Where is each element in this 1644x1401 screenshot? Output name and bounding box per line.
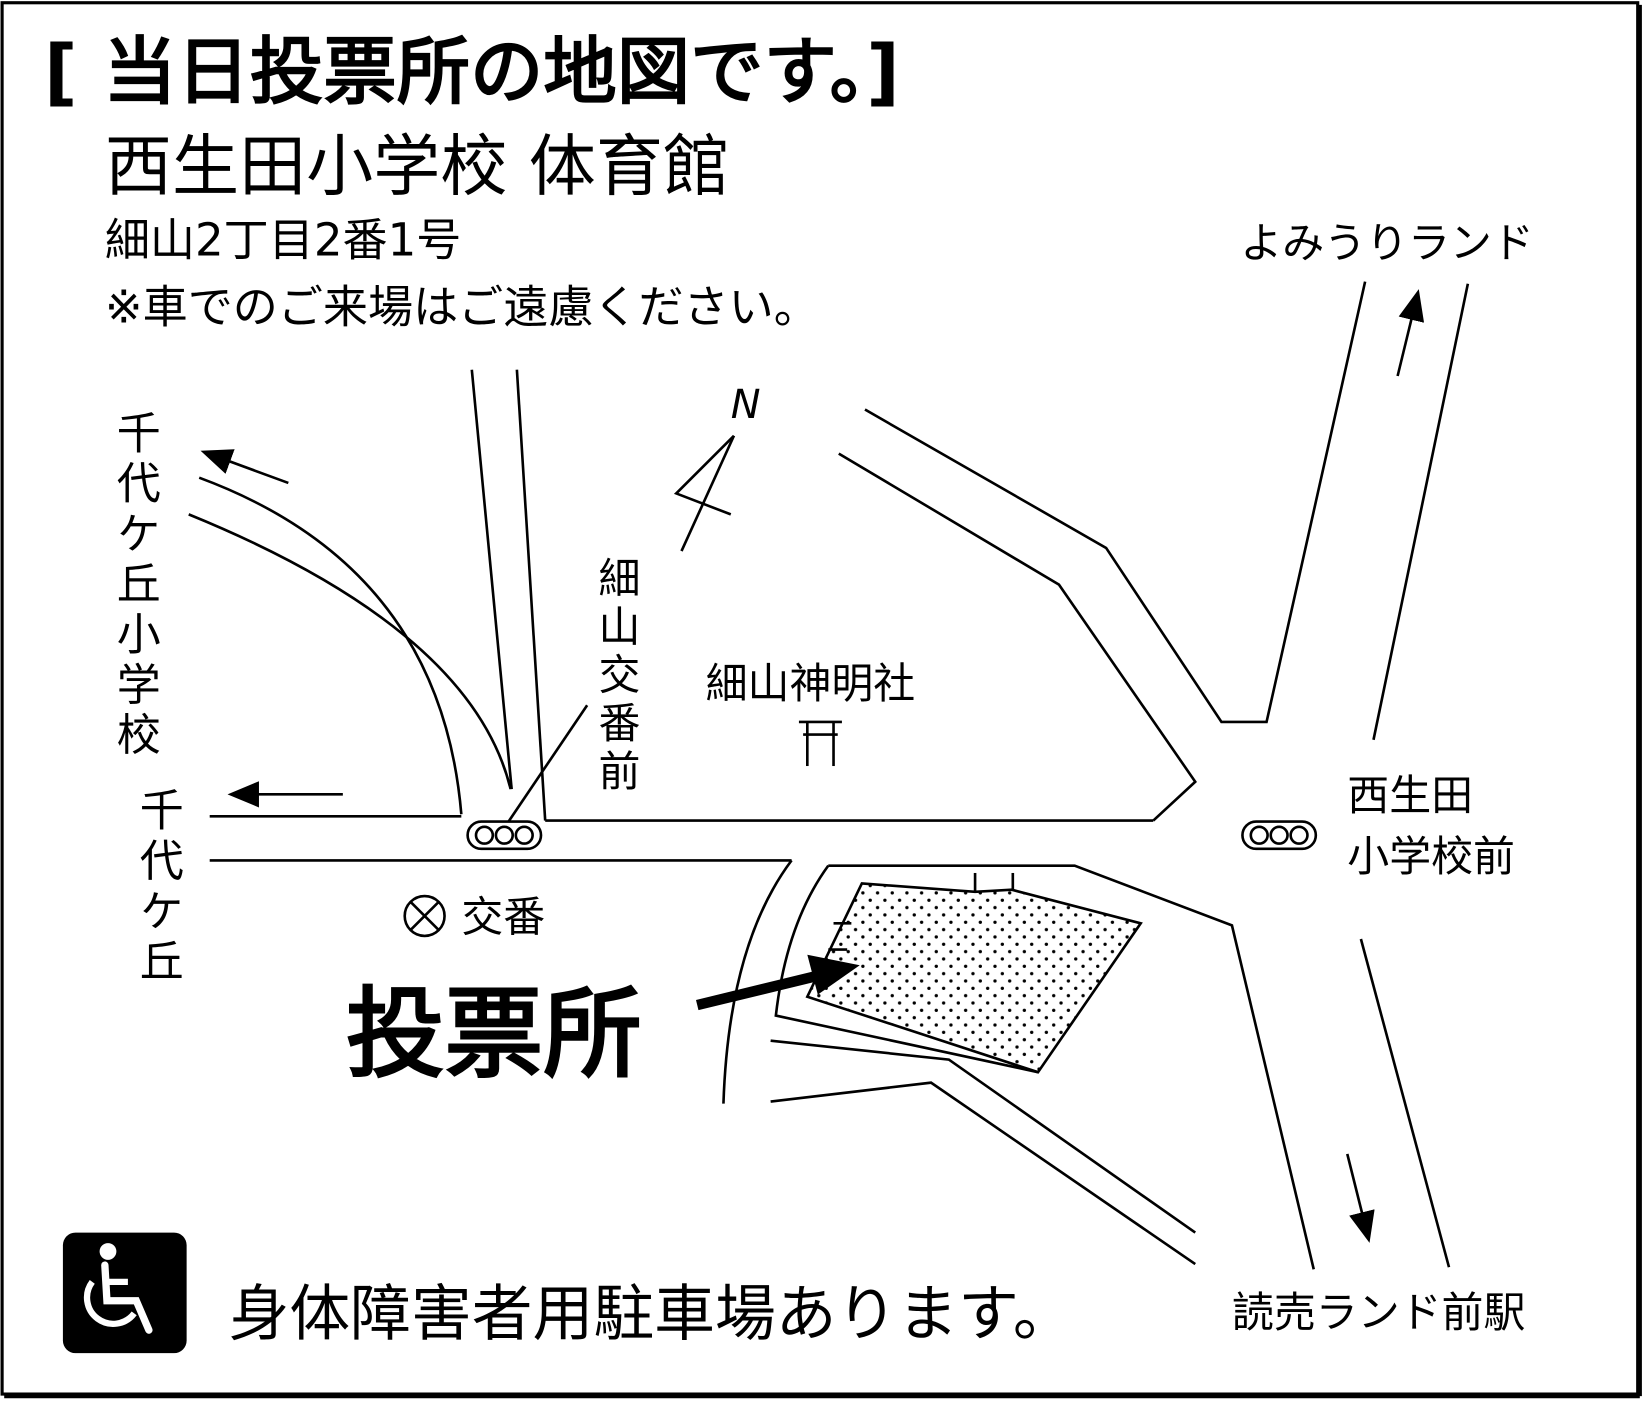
police-box-label: 交番 xyxy=(461,893,545,942)
shrine-label: 細山神明社 xyxy=(706,659,916,708)
map-title: [ 当日投票所の地図です。] xyxy=(44,30,900,115)
polling-place-label: 投票所 xyxy=(346,978,642,1092)
nishiikuta-school-mae-line2: 小学校前 xyxy=(1347,832,1515,881)
direction-arrows xyxy=(200,289,1425,1243)
gate-marks xyxy=(828,872,1015,951)
wheelchair-icon xyxy=(62,1232,187,1354)
police-box-icon xyxy=(403,894,446,938)
nishiikuta-school-mae-line1: 西生田 xyxy=(1347,771,1473,820)
chiyogaoka-label: 千代ケ丘 xyxy=(132,787,184,988)
shrine-icon xyxy=(798,720,842,767)
hosoyama-koban-mae-label: 細山交番前 xyxy=(592,556,641,797)
traffic-light-icon xyxy=(466,704,589,851)
traffic-light-icon xyxy=(1241,820,1318,851)
north-arrow-icon xyxy=(673,434,736,552)
yomiuriland-label: よみうりランド xyxy=(1240,219,1533,268)
station-label: 読売ランド前駅 xyxy=(1232,1288,1525,1337)
polling-place-arrow xyxy=(695,954,860,1011)
no-car-notice: ※車でのご来場はご遠慮ください。 xyxy=(105,281,819,334)
accessible-parking-notice: 身体障害者用駐車場あります。 xyxy=(229,1279,1074,1349)
north-label: N xyxy=(731,382,761,428)
chiyogaoka-school-label: 千代ケ丘小学校 xyxy=(109,410,161,762)
roads xyxy=(188,281,1470,1270)
venue-address: 細山2丁目2番1号 xyxy=(105,213,462,266)
venue-name: 西生田小学校 体育館 xyxy=(105,127,730,205)
